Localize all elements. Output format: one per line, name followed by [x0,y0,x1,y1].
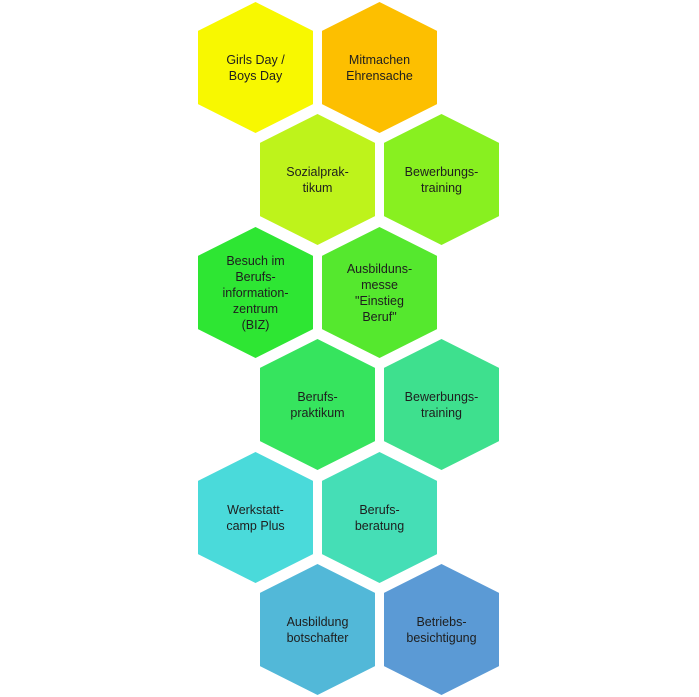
hex-label: Girls Day / Boys Day [226,52,285,83]
hex-ausbildungsbotschafter: Ausbildung botschafter [260,564,375,695]
hex-label: Bewerbungs- training [404,164,479,195]
hex-sozialpraktikum: Sozialprak- tikum [260,114,375,245]
hex-label: Ausbilduns- messe "Einstieg Beruf" [346,261,413,324]
hex-label: Ausbildung botschafter [286,614,349,645]
hex-berufsberatung: Berufs- beratung [322,452,437,583]
hex-label: Mitmachen Ehrensache [346,52,413,83]
hex-mitmachen-ehrensache: Mitmachen Ehrensache [322,2,437,133]
hex-label: Besuch im Berufs- information- zentrum (… [222,253,289,332]
hex-label: Sozialprak- tikum [286,164,349,195]
hex-label: Betriebs- besichtigung [406,614,477,645]
hex-label: Bewerbungs- training [404,389,479,420]
hex-biz: Besuch im Berufs- information- zentrum (… [198,227,313,358]
hex-label: Berufs- praktikum [290,389,345,420]
hex-bewerbungstraining-2: Bewerbungs- training [384,339,499,470]
hex-berufspraktikum: Berufs- praktikum [260,339,375,470]
hex-girls-boys-day: Girls Day / Boys Day [198,2,313,133]
hex-label: Berufs- beratung [354,502,405,533]
hex-werkstattcamp: Werkstatt- camp Plus [198,452,313,583]
hex-betriebsbesichtigung: Betriebs- besichtigung [384,564,499,695]
hex-label: Werkstatt- camp Plus [226,502,285,533]
hex-ausbildungsmesse: Ausbilduns- messe "Einstieg Beruf" [322,227,437,358]
hex-bewerbungstraining-1: Bewerbungs- training [384,114,499,245]
